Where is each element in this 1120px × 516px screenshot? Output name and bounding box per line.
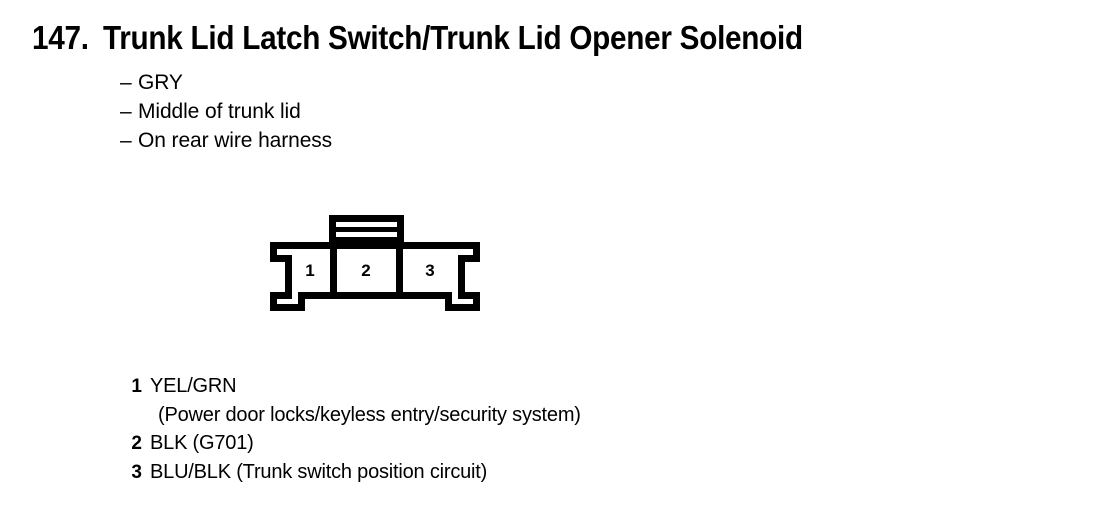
connector-svg: 1 2 3 [270,215,480,311]
pin-legend-row: 1 YEL/GRN [120,372,581,401]
page-title: 147. Trunk Lid Latch Switch/Trunk Lid Op… [32,19,881,57]
pin-number: 1 [131,376,142,397]
description-item: – GRY [120,68,332,97]
pin-number: 3 [131,462,142,483]
pin-number: 2 [131,433,142,454]
pin-legend: 1 YEL/GRN (Power door locks/keyless entr… [120,372,581,487]
pin-legend-row: 3 BLU/BLK (Trunk switch position circuit… [120,458,581,487]
pin-wire-color: BLK (G701) [150,432,254,454]
cavity-number-1: 1 [305,261,314,280]
dash-marker: – [120,71,132,94]
description-label: GRY [138,71,183,94]
pin-wire-color: YEL/GRN [150,375,237,397]
pin-wire-color: BLU/BLK (Trunk switch position circuit) [150,461,488,483]
dash-marker: – [120,129,132,152]
connector-latch-tab [329,215,404,246]
description-label: On rear wire harness [138,129,333,152]
description-item: – On rear wire harness [120,126,332,155]
title-text: Trunk Lid Latch Switch/Trunk Lid Opener … [103,19,803,56]
pin-legend-row: 2 BLK (G701) [120,429,581,458]
entry-number: 147. [32,19,89,56]
connector-diagram: 1 2 3 [255,210,495,325]
cavity-number-2: 2 [361,261,370,280]
description-label: Middle of trunk lid [138,100,301,123]
description-list: – GRY – Middle of trunk lid – On rear wi… [120,68,332,155]
description-item: – Middle of trunk lid [120,97,332,126]
dash-marker: – [120,100,132,123]
cavity-number-3: 3 [425,261,434,280]
connector-body-outline [270,242,480,311]
pin-circuit-description: (Power door locks/keyless entry/security… [158,404,581,426]
